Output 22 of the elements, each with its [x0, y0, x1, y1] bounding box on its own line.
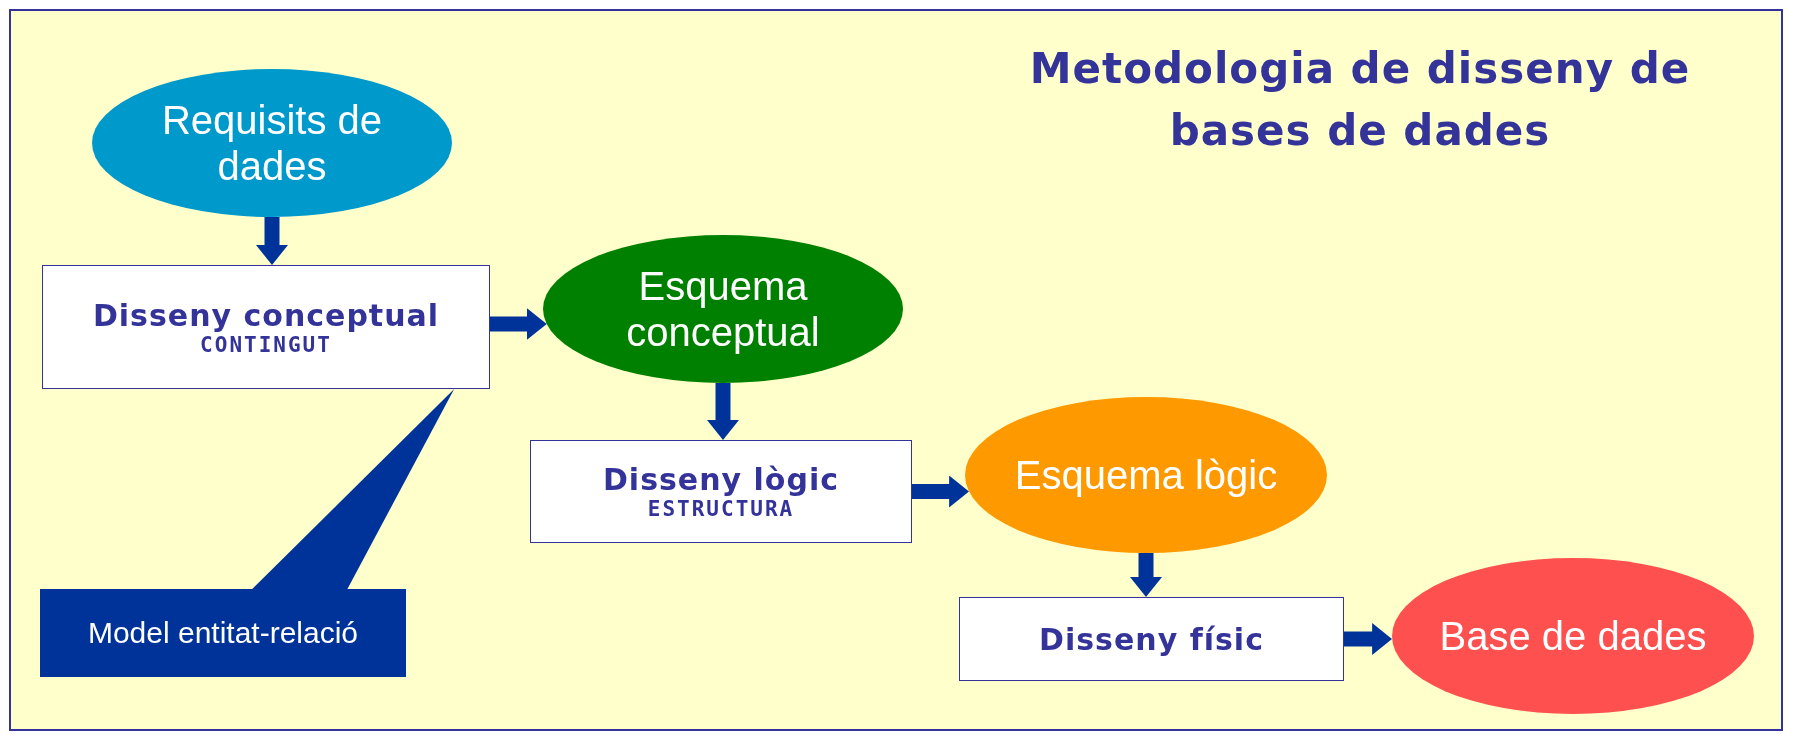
arrow [490, 308, 547, 340]
arrow [256, 217, 288, 265]
node-label: Base de dades [1439, 613, 1707, 659]
process-box [530, 440, 912, 543]
node-label: Disseny conceptual [92, 297, 440, 333]
callout-pointer [252, 389, 455, 589]
callout-box [40, 589, 406, 677]
process-box [959, 597, 1344, 681]
arrow [707, 383, 739, 440]
process-box [42, 265, 490, 389]
subtitle-text: ESTRUCTURA [647, 497, 795, 521]
node-label: Requisits de dades [160, 97, 384, 189]
node-label: Esquema conceptual [625, 263, 821, 355]
arrow [1130, 553, 1162, 597]
arrow [912, 475, 970, 508]
title: Metodologia de disseny de bases de dades [1028, 43, 1692, 157]
node-label: Disseny lògic [602, 462, 839, 497]
node-label: Model entitat-relació [87, 616, 359, 650]
subtitle-text: CONTINGUT [200, 332, 332, 357]
node-label: Disseny físic [1039, 621, 1264, 657]
arrow [1344, 623, 1393, 655]
node-label: Esquema lògic [1014, 452, 1278, 498]
